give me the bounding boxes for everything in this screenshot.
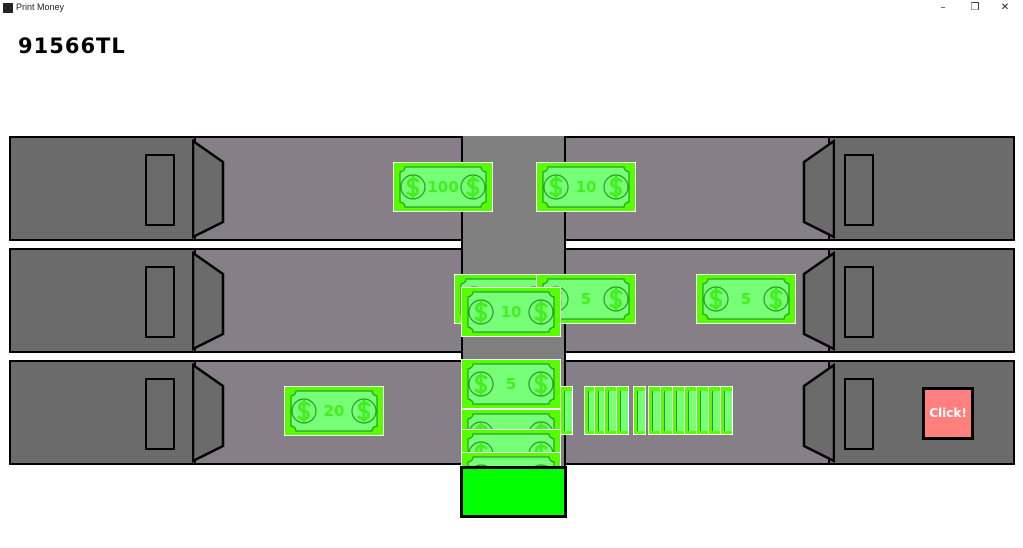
printer-slot [145, 266, 175, 338]
printer-nozzle-left [192, 250, 225, 351]
bill-value: 5 [505, 375, 517, 393]
bill: 5 [696, 274, 796, 324]
bill-stack-slice [684, 386, 697, 435]
dollar-icon [466, 175, 480, 199]
printer-right-housing [828, 250, 1013, 351]
printer-right-housing [828, 362, 1013, 463]
dollar-icon [609, 175, 623, 199]
bill-stack-slice [560, 386, 573, 435]
bill-value: 10 [575, 178, 597, 196]
printer-slot [844, 154, 874, 226]
bill: 100 [393, 162, 493, 212]
printer-nozzle-right [802, 138, 835, 239]
dollar-icon [549, 175, 563, 199]
bill: 10 [461, 287, 561, 337]
dollar-icon [769, 287, 783, 311]
printer-slot [145, 154, 175, 226]
dollar-icon [474, 372, 488, 396]
printer-right-housing [828, 138, 1013, 239]
money-collector [460, 466, 567, 518]
bill: 20 [284, 386, 384, 436]
dollar-icon [709, 287, 723, 311]
dollar-icon [357, 399, 371, 423]
bill-stack-slice [720, 386, 733, 435]
dollar-icon [474, 300, 488, 324]
bill: 10 [536, 162, 636, 212]
printer-slot [844, 266, 874, 338]
app-icon [3, 3, 13, 13]
printer-left-housing [11, 362, 196, 463]
maximize-button[interactable]: ❐ [970, 2, 980, 13]
window-title: Print Money [16, 2, 65, 12]
printer-slot [145, 378, 175, 450]
dollar-icon [297, 399, 311, 423]
printer-nozzle-right [802, 362, 835, 463]
bill-value: 20 [323, 402, 345, 420]
money-counter: 91566TL [18, 34, 126, 58]
bill-value: 10 [500, 303, 522, 321]
bill-stack-slice [616, 386, 629, 435]
bill-stack-slice [633, 386, 646, 435]
click-button[interactable]: Click! [922, 387, 974, 440]
bill-value: 5 [580, 290, 592, 308]
printer-nozzle-right [802, 250, 835, 351]
printer-left-housing [11, 250, 196, 351]
close-button[interactable]: ✕ [1000, 2, 1010, 13]
bill-value: 100 [427, 178, 459, 196]
printer-nozzle-left [192, 138, 225, 239]
printer-left-housing [11, 138, 196, 239]
dollar-icon [406, 175, 420, 199]
title-bar: Print Money – ❐ ✕ [0, 0, 1023, 16]
dollar-icon [534, 300, 548, 324]
bill: 5 [461, 359, 561, 409]
dollar-icon [609, 287, 623, 311]
bill-value: 5 [740, 290, 752, 308]
dollar-icon [534, 372, 548, 396]
printer-slot [844, 378, 874, 450]
bill-stack-slice [708, 386, 721, 435]
printer-nozzle-left [192, 362, 225, 463]
minimize-button[interactable]: – [940, 2, 946, 13]
